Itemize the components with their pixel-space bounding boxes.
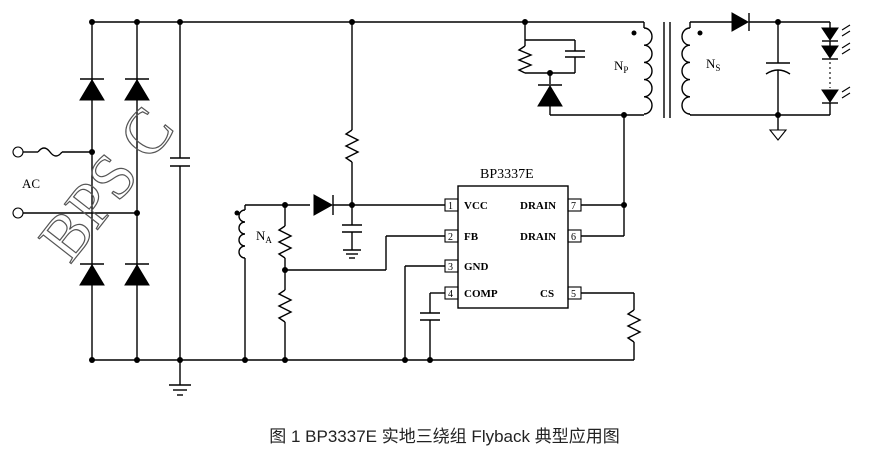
ic-pin-7: 7 DRAIN	[520, 198, 582, 212]
svg-text:NA: NA	[256, 228, 272, 245]
ic-pin-3: 3 GND	[444, 259, 489, 273]
flyback-schematic: AC NA	[12, 12, 851, 396]
svg-text:2: 2	[448, 232, 453, 243]
ic-pin-6: 6 DRAIN	[520, 229, 582, 243]
transformer: NP NS	[614, 22, 720, 118]
np-subscript: P	[623, 65, 628, 75]
svg-text:NS: NS	[706, 56, 720, 73]
svg-text:5: 5	[571, 289, 576, 300]
drain-connection	[581, 112, 627, 237]
svg-text:7: 7	[571, 201, 576, 212]
na-label: N	[256, 228, 266, 243]
ground-symbol-main	[169, 384, 191, 396]
ic-pin-2: 2 FB	[444, 229, 479, 243]
vcc-capacitor	[342, 202, 362, 259]
bulk-capacitor	[170, 19, 190, 385]
svg-text:COMP: COMP	[464, 288, 498, 300]
snubber-diode	[537, 84, 563, 107]
svg-text:4: 4	[448, 289, 453, 300]
output-ground-symbol	[768, 129, 788, 141]
svg-text:1: 1	[448, 201, 453, 212]
svg-text:6: 6	[571, 232, 576, 243]
na-subscript: A	[265, 235, 272, 245]
svg-text:DRAIN: DRAIN	[520, 200, 556, 212]
bridge-diode-4	[124, 263, 150, 286]
comp-capacitor	[420, 292, 445, 363]
figure-caption: 图 1 BP3337E 实地三绕组 Flyback 典型应用图	[269, 427, 620, 446]
np-label: N	[614, 58, 624, 73]
led-3	[821, 86, 851, 104]
aux-winding-na: NA	[234, 204, 310, 363]
ic-pin-5: 5 CS	[540, 286, 582, 300]
ic-name: BP3337E	[480, 167, 534, 182]
ns-subscript: S	[715, 63, 720, 73]
gnd-connection	[402, 265, 445, 363]
svg-text:3: 3	[448, 262, 453, 273]
watermark: BPS C	[24, 93, 187, 274]
cs-resistor	[581, 292, 642, 360]
ic-bp3337e: BP3337E 1 VCC 2 FB 3 GND 4 COMP 7 DRAIN	[444, 167, 582, 309]
ic-pin-4: 4 COMP	[444, 286, 498, 300]
bridge-diode-3	[79, 263, 105, 286]
svg-text:VCC: VCC	[464, 200, 488, 212]
ac-label: AC	[22, 176, 40, 191]
led-2	[821, 42, 851, 60]
rcd-snubber	[517, 19, 644, 116]
ns-label: N	[706, 56, 716, 71]
ic-pin-1: 1 VCC	[444, 198, 488, 212]
aux-diode	[313, 194, 445, 216]
bridge-diode-2	[124, 78, 150, 101]
svg-text:FB: FB	[464, 231, 479, 243]
startup-resistor	[344, 19, 360, 205]
svg-text:DRAIN: DRAIN	[520, 231, 556, 243]
output-capacitor	[765, 22, 791, 130]
secondary-output	[689, 12, 830, 141]
output-diode	[731, 12, 750, 32]
led-1	[821, 24, 851, 42]
svg-text:NP: NP	[614, 58, 628, 75]
bridge-diode-1	[79, 78, 105, 101]
led-string	[821, 22, 851, 115]
bridge-rectifier	[79, 19, 150, 363]
svg-text:CS: CS	[540, 288, 554, 300]
svg-text:GND: GND	[464, 261, 489, 273]
watermark-text: BPS C	[25, 94, 187, 274]
fb-divider	[277, 202, 445, 363]
ac-input: AC	[12, 146, 137, 219]
